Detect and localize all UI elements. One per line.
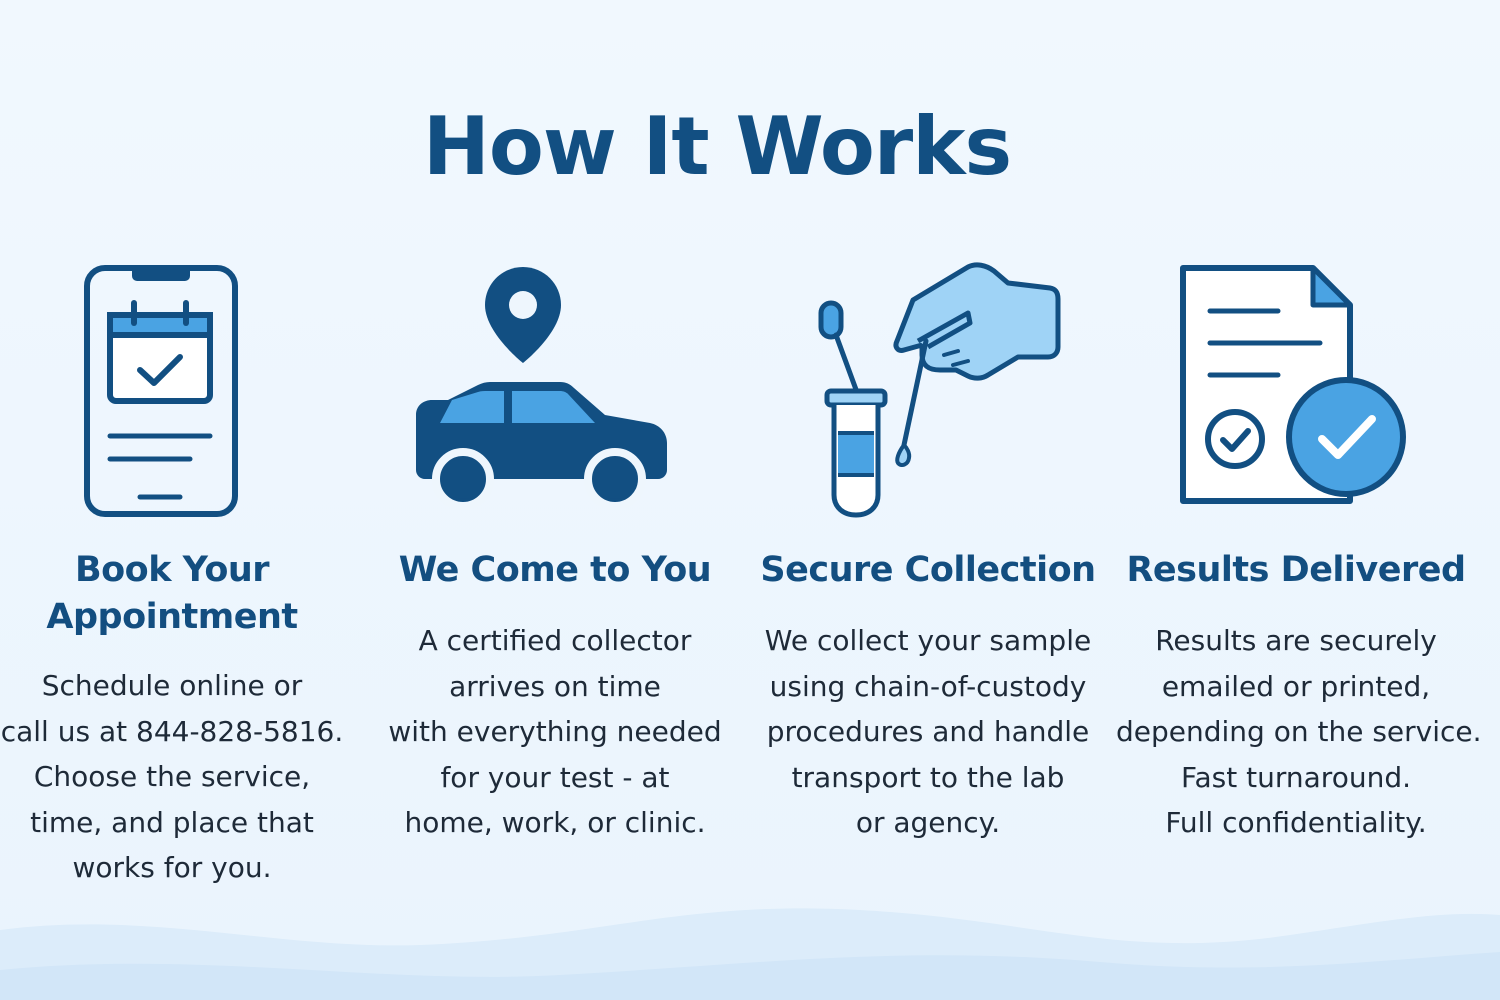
description-line: Schedule online or xyxy=(41,669,303,702)
description-line: arrives on time xyxy=(449,669,661,703)
document-checkmark-icon xyxy=(1180,265,1406,504)
description-line: or agency. xyxy=(855,806,1001,839)
description-line: works for you. xyxy=(72,851,272,884)
description-line: time, and place that xyxy=(30,805,314,839)
description-line: using chain-of-custody xyxy=(769,669,1087,703)
description-line: Results are securely xyxy=(1155,624,1437,657)
step-title: Secure Collection xyxy=(748,547,1108,594)
step-title-line: We Come to You xyxy=(398,550,712,590)
description-line: procedures and handle xyxy=(766,715,1090,748)
step-title: Results Delivered xyxy=(1116,547,1476,594)
description-line: A certified collector xyxy=(418,624,692,657)
phone-calendar-check-icon xyxy=(84,265,238,517)
swab-test-tube-icon xyxy=(818,262,1061,518)
car-location-pin-icon xyxy=(416,267,667,510)
description-line: Fast turnaround. xyxy=(1180,760,1411,794)
step-title-line: Secure Collection xyxy=(760,550,1096,590)
description-line: call us at 844-828-5816. xyxy=(0,714,344,748)
page-title: How It Works xyxy=(422,100,1012,193)
step-description: Schedule online or call us at 844-828-58… xyxy=(0,663,352,891)
description-line: home, work, or clinic. xyxy=(404,806,706,839)
step-title-line: Book Your xyxy=(74,550,270,590)
description-line: with everything needed xyxy=(388,715,722,748)
step-title: Book Your Appointment xyxy=(0,547,352,641)
step-title-line: Appointment xyxy=(46,597,298,637)
description-line: We collect your sample xyxy=(764,624,1092,657)
step-description: Results are securely emailed or printed,… xyxy=(1116,618,1482,846)
step-description: A certified collector arrives on time wi… xyxy=(375,618,735,846)
step-description: We collect your sample using chain-of-cu… xyxy=(748,618,1108,846)
description-line: Choose the service, xyxy=(33,760,311,793)
bottom-wave-decoration xyxy=(0,908,1500,1000)
step-title-line: Results Delivered xyxy=(1126,550,1466,590)
description-line: transport to the lab xyxy=(791,760,1065,794)
description-line: for your test - at xyxy=(440,760,670,794)
step-title: We Come to You xyxy=(375,547,735,594)
description-line: Full confidentiality. xyxy=(1165,806,1427,839)
description-line: depending on the service. xyxy=(1116,715,1482,748)
description-line: emailed or printed, xyxy=(1161,669,1431,703)
